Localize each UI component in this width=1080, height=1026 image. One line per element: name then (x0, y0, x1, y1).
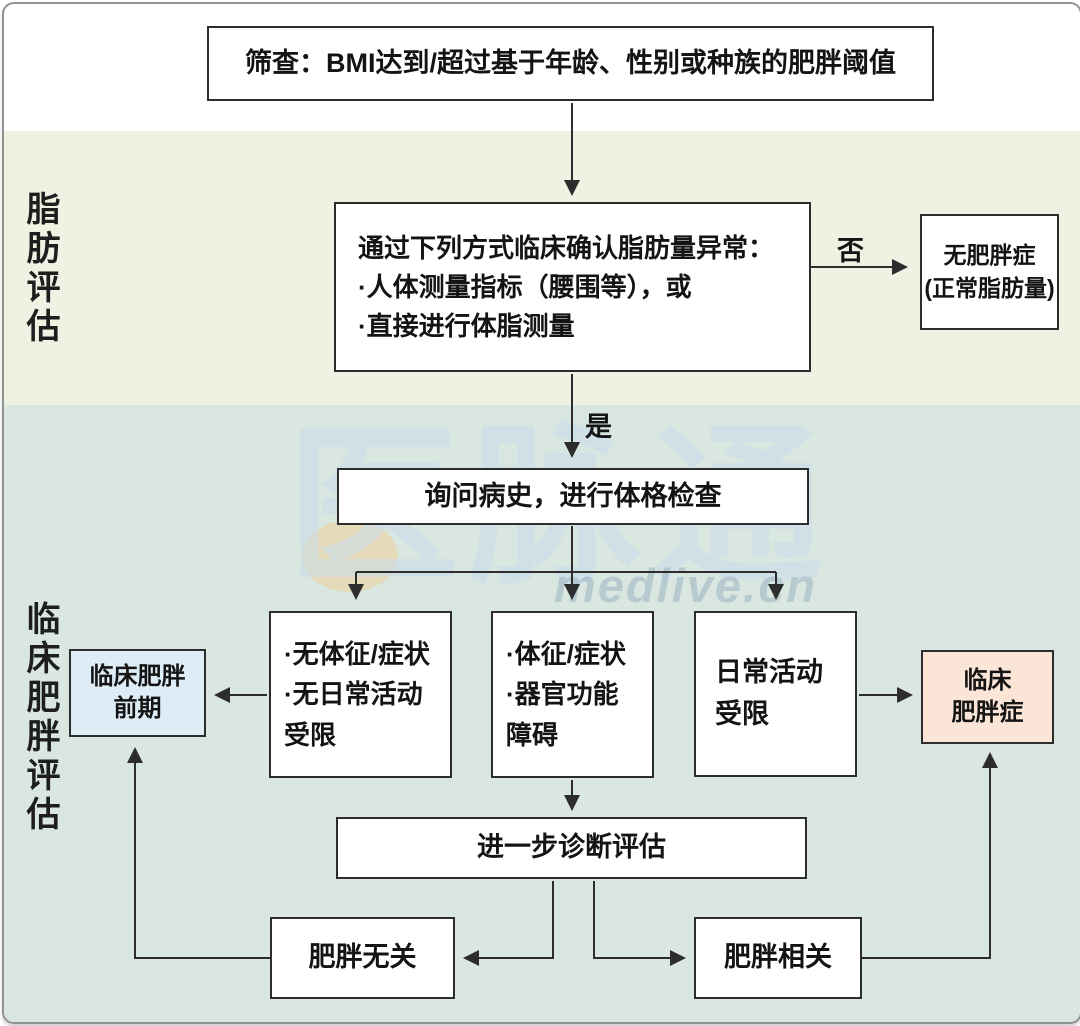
node-clinical-obesity: 临床 肥胖症 (921, 650, 1054, 744)
node-no-signs-symptoms: ·无体征/症状 ·无日常活动 受限 (269, 611, 452, 778)
node-further-diagnostic-evaluation: 进一步诊断评估 (336, 817, 807, 879)
edge-label-yes: 是 (585, 412, 612, 442)
section-label-fat-assessment: 脂肪评估 (21, 191, 59, 347)
section-label-clinical-obesity-assessment: 临床肥胖评估 (21, 601, 59, 835)
node-no-obesity: 无肥胖症 (正常脂肪量) (920, 214, 1059, 330)
node-signs-organ-dysfunction: ·体征/症状 ·器官功能 障碍 (491, 611, 654, 778)
node-preclinical-obesity: 临床肥胖 前期 (69, 649, 206, 737)
node-history-physical-exam: 询问病史，进行体格检查 (337, 468, 809, 525)
node-obesity-unrelated: 肥胖无关 (270, 917, 455, 999)
node-obesity-related: 肥胖相关 (694, 917, 862, 999)
watermark-url: medlive.cn (554, 559, 817, 612)
edge-label-no: 否 (837, 236, 864, 266)
node-confirm-adiposity: 通过下列方式临床确认脂肪量异常： ·人体测量指标（腰围等），或 ·直接进行体脂测… (334, 202, 811, 372)
watermark-accent-shape (302, 520, 398, 592)
node-bmi-screening: 筛查：BMI达到/超过基于年龄、性别或种族的肥胖阈值 (207, 26, 934, 101)
node-daily-activity-limited: 日常活动 受限 (694, 611, 857, 777)
